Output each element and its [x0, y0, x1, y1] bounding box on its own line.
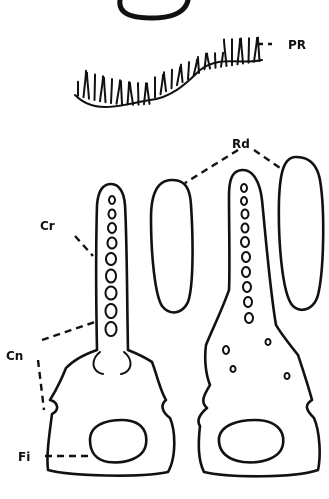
- left-scale-outline: [47, 184, 174, 476]
- bristle: [100, 76, 103, 101]
- bristle: [95, 75, 96, 101]
- pore: [285, 373, 290, 379]
- left-scale-stalk-lines: [94, 352, 131, 374]
- bristle: [164, 72, 166, 91]
- label-rd: Rd: [232, 137, 250, 151]
- bristle: [117, 80, 121, 104]
- label-cr: Cr: [40, 219, 55, 233]
- bristle: [215, 53, 216, 67]
- bristle: [87, 73, 89, 99]
- bristle: [188, 62, 189, 79]
- pore: [106, 304, 117, 318]
- pore: [106, 270, 116, 283]
- pore: [241, 184, 247, 192]
- bristle: [258, 38, 260, 62]
- cropped-letter-fragment: [120, 0, 188, 18]
- right-scale-fenestra: [219, 420, 283, 462]
- bristle: [221, 53, 223, 67]
- bristle: [111, 79, 112, 103]
- pore: [242, 224, 249, 233]
- pore: [245, 313, 253, 323]
- pore: [241, 237, 249, 247]
- bristle: [84, 71, 87, 98]
- rd-pointer-lines: [185, 150, 283, 183]
- pore: [231, 366, 236, 372]
- label-pr: PR: [288, 38, 306, 52]
- pore: [108, 238, 117, 249]
- bristle: [181, 65, 183, 83]
- pore: [242, 210, 249, 219]
- cr-pointer-line: [75, 236, 93, 256]
- pore: [241, 197, 247, 205]
- pore: [243, 282, 251, 292]
- left-elongated-plate: [151, 180, 193, 312]
- pore: [242, 252, 250, 262]
- pore: [109, 210, 116, 219]
- bristle: [172, 70, 173, 89]
- bristle: [198, 57, 199, 73]
- bristle: [249, 38, 250, 63]
- bristle: [177, 67, 180, 85]
- bristle: [138, 83, 139, 105]
- bristle: [130, 83, 133, 105]
- label-fi: Fi: [18, 450, 30, 464]
- bristle: [254, 38, 257, 62]
- pore: [109, 196, 115, 204]
- bristle: [161, 75, 164, 95]
- bristle: [104, 78, 106, 103]
- left-scale-pores: [106, 196, 117, 336]
- pore: [223, 346, 229, 354]
- pore: [106, 287, 117, 300]
- bristle: [241, 39, 243, 64]
- right-scale-outline: [198, 170, 319, 476]
- bristle-row: [75, 38, 262, 107]
- pore: [106, 253, 116, 265]
- pore: [244, 297, 252, 307]
- pore: [106, 322, 117, 336]
- right-elongated-plate: [279, 157, 323, 310]
- pore: [266, 339, 271, 345]
- pore: [108, 223, 116, 233]
- bristle: [128, 82, 130, 105]
- label-cn: Cn: [6, 349, 23, 363]
- pore: [242, 267, 250, 277]
- bristle: [121, 81, 122, 104]
- left-scale-fenestra: [90, 420, 146, 462]
